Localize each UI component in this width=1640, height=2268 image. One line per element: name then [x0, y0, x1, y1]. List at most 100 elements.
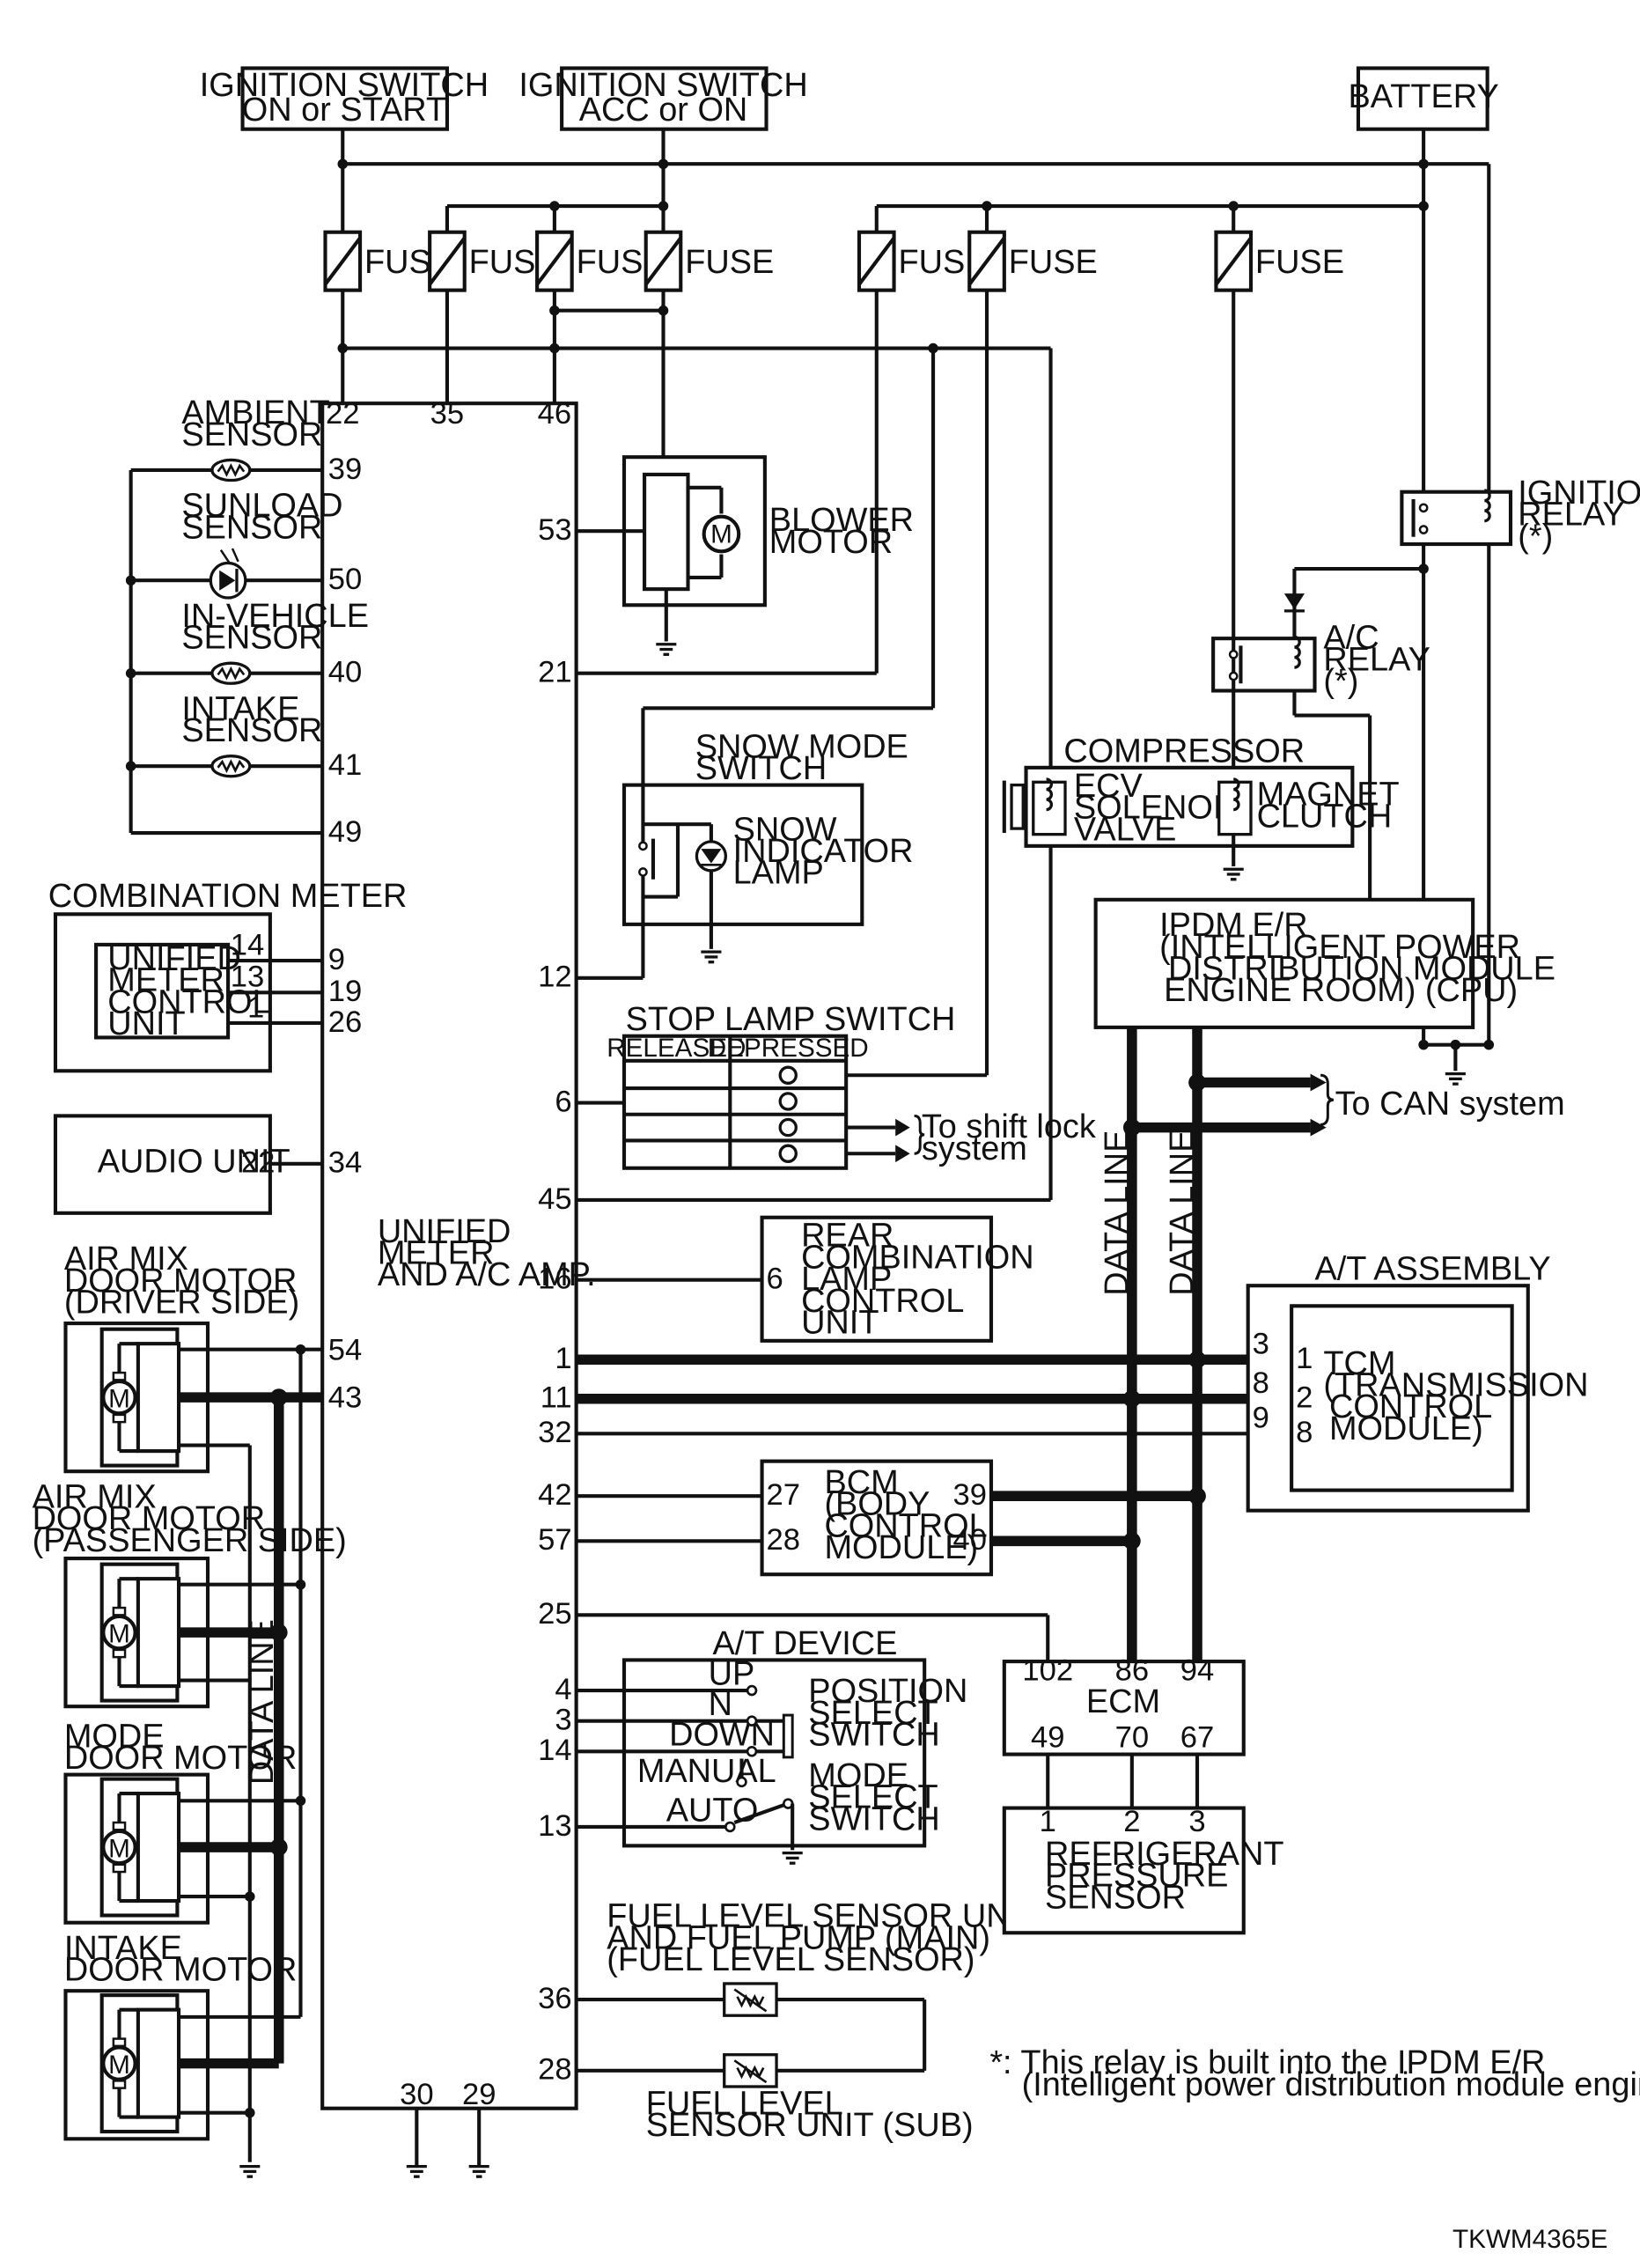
mode-sel-l2: SELECT [808, 1779, 938, 1816]
intake-motor-l2: DOOR MOTOR [64, 1952, 298, 1989]
ipdm-l1: IPDM E/R [1159, 907, 1307, 944]
refrig-l1: REFRIGERANT [1045, 1836, 1284, 1873]
amp-pin-42: 42 [538, 1478, 572, 1512]
amd-pass-l1: AIR MIX [33, 1478, 157, 1515]
amp-pin-57: 57 [538, 1523, 572, 1557]
amp-pin-1: 1 [555, 1342, 571, 1375]
comb-unit-l4: UNIT [107, 1005, 185, 1042]
motor-symbol-2: M [108, 1620, 130, 1649]
refrig-l3: SENSOR [1045, 1879, 1186, 1916]
mode-sel-l3: SWITCH [808, 1800, 939, 1837]
can-data-lines: To CAN system DATA LINE DATA LINE [576, 1027, 1565, 1662]
invehicle-l2: SENSOR [181, 620, 322, 657]
diagram-code: TKWM4365E [1452, 2225, 1607, 2254]
comb-unit-l1: UNIFIED [107, 940, 241, 977]
blower-l1: BLOWER [769, 502, 914, 539]
amd-pass-l3: (PASSENGER SIDE) [33, 1522, 347, 1559]
ign-on-start-l2: ON or START [242, 92, 446, 129]
amp-pin-35: 35 [430, 397, 465, 431]
ecm-label: ECM [1086, 1683, 1160, 1720]
amp-pin-22: 22 [326, 397, 359, 431]
amp-pin-4: 4 [555, 1673, 571, 1706]
refrig-pin-2: 2 [1123, 1805, 1140, 1838]
amp-pin-9: 9 [328, 943, 345, 976]
snow-title-l2: SWITCH [695, 750, 827, 787]
ipdm-ground-icon [1444, 1071, 1467, 1086]
fuse-label-4: FUSE [685, 244, 774, 281]
refrig-pin-1: 1 [1040, 1805, 1056, 1838]
rear-comb-l3: LAMP [801, 1261, 892, 1298]
bcm-pin-40: 40 [953, 1523, 988, 1557]
mode-motor-l2: DOOR MOTOR [64, 1740, 298, 1777]
clutch-l1: MAGNET [1257, 777, 1400, 814]
amp-pin-54: 54 [328, 1333, 363, 1366]
tcm-l3: CONTROL [1329, 1388, 1492, 1425]
amp-pin-39: 39 [328, 453, 363, 486]
amp-pin-50: 50 [328, 563, 363, 596]
amp-label-3: AND A/C AMP. [378, 1256, 596, 1293]
amp-pin-40: 40 [328, 656, 363, 689]
data-line-label-1: DATA LINE [1099, 1130, 1136, 1296]
amp-pin-43: 43 [328, 1381, 363, 1415]
footnote: *: This relay is built into the IPDM E/R… [989, 2044, 1640, 2103]
rear-comb-l4: CONTROL [801, 1283, 964, 1320]
amd-driver-l2: DOOR MOTOR [64, 1263, 298, 1300]
tcm-pin-1: 1 [1296, 1342, 1313, 1375]
bcm-module: 27 28 39 40 BCM (BODY CONTROL MODULE) [576, 1459, 994, 1577]
sensor-group: AMBIENT SENSOR SUNLOAD SENSOR IN-VEHICLE… [125, 394, 369, 836]
data-line-label-2: DATA LINE [1164, 1130, 1201, 1296]
fuses: FUSE FUSE FUSE FUSE FUSE FUSE FUSE [325, 232, 1344, 291]
amp-pin-53: 53 [538, 513, 572, 547]
fuel-main-l3: (FUEL LEVEL SENSOR) [607, 1941, 974, 1978]
at-n: N [709, 1686, 732, 1723]
compressor: COMPRESSOR ECV SOLENOID VALVE MAGNET CLU… [1002, 733, 1400, 881]
ipdm-l4: ENGINE ROOM) (CPU) [1164, 972, 1518, 1009]
compressor-title: COMPRESSOR [1063, 733, 1305, 770]
ignition-on-start-box: IGNITION SWITCH ON or START [200, 66, 489, 131]
position-l2: SELECT [808, 1695, 938, 1732]
tcm-l1: TCM [1323, 1345, 1395, 1382]
ecm-pin-70: 70 [1115, 1720, 1150, 1754]
ecm-pin-94: 94 [1180, 1654, 1215, 1688]
bcm-pin-28: 28 [767, 1523, 801, 1557]
can-label: To CAN system [1335, 1086, 1565, 1123]
fuse-6: FUSE [969, 232, 1098, 291]
ambient-l2: SENSOR [181, 416, 322, 453]
at-outer-pin-9: 9 [1253, 1402, 1269, 1435]
mode-motor-l1: MODE [64, 1718, 165, 1755]
clutch-l2: CLUTCH [1257, 798, 1393, 835]
amp-pin-41: 41 [328, 748, 363, 782]
ecv-l3: VALVE [1074, 811, 1177, 848]
fuel-main-l2: AND FUEL PUMP (MAIN) [607, 1919, 990, 1956]
battery-label: BATTERY [1348, 78, 1498, 115]
amp-pin-12: 12 [538, 961, 572, 994]
bcm-l2: (BODY [824, 1486, 930, 1523]
bcm-l1: BCM [824, 1464, 898, 1501]
snow-title-l1: SNOW MODE [695, 728, 908, 765]
ign-relay-l3: (*) [1518, 518, 1553, 555]
blower-motor: M BLOWER MOTOR [576, 455, 914, 656]
amp-ground-29 [467, 2164, 491, 2178]
motor-symbol-4: M [108, 2051, 130, 2080]
comb-pin-14: 14 [231, 928, 264, 961]
fuel-sub-sensor-icon [723, 2053, 778, 2088]
blower-motor-symbol: M [710, 519, 732, 549]
amp-pin-30: 30 [400, 2078, 433, 2111]
ambient-sensor-icon [210, 458, 252, 482]
tcm-l4: MODULE) [1329, 1410, 1483, 1447]
at-device-ground-icon [781, 1851, 805, 1865]
fuse-label-6: FUSE [1009, 244, 1098, 281]
audio-unit: AUDIO UNIT 22 [53, 1114, 323, 1215]
comb-unit-l3: CONTROL [107, 983, 270, 1020]
snow-lamp-l3: LAMP [733, 855, 824, 892]
ipdm-l2: (INTELLIGENT POWER [1159, 929, 1520, 966]
motor-symbol-1: M [108, 1385, 130, 1414]
position-l1: POSITION [808, 1673, 967, 1710]
amd-pass-l2: DOOR MOTOR [33, 1500, 266, 1537]
fuel-main-l1: FUEL LEVEL SENSOR UNIT [607, 1898, 1040, 1935]
amp-pin-21: 21 [538, 656, 572, 689]
rear-comb-l5: UNIT [801, 1305, 879, 1342]
rear-combination-lamp-unit: 6 REAR COMBINATION LAMP CONTROL UNIT [576, 1215, 1034, 1343]
intake-l1: INTAKE [181, 690, 299, 727]
